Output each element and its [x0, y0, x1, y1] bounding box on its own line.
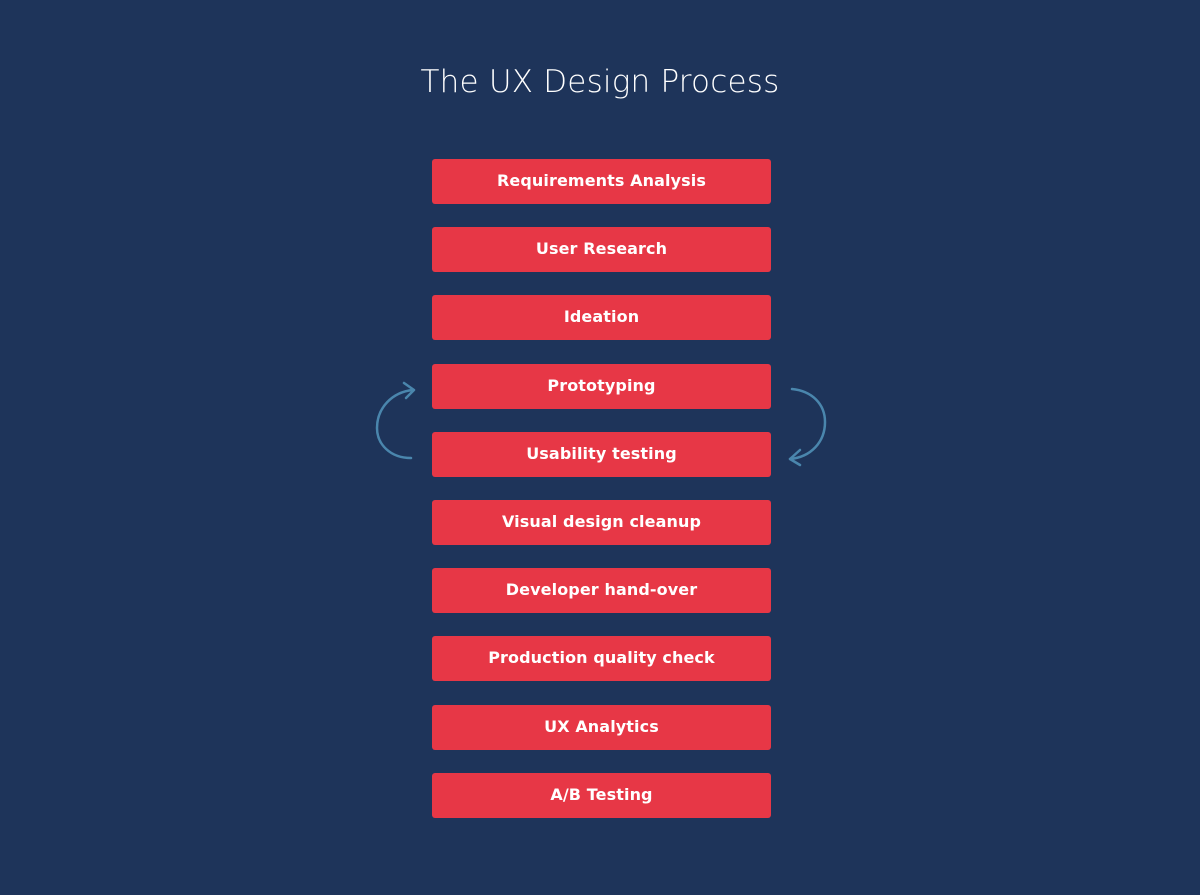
step-ux-analytics: UX Analytics: [432, 704, 771, 750]
step-prototyping: Prototyping: [432, 363, 771, 409]
step-label: Usability testing: [526, 443, 677, 463]
curved-arrow-down-icon: [788, 387, 827, 467]
step-label: UX Analytics: [544, 716, 659, 736]
step-label: Requirements Analysis: [496, 171, 706, 190]
step-label: Visual design cleanup: [501, 511, 702, 531]
step-label: Ideation: [563, 307, 640, 327]
step-label: User Research: [535, 239, 668, 259]
step-ab-testing: A/B Testing: [432, 772, 771, 818]
step-visual-design-cleanup: Visual design cleanup: [432, 499, 771, 545]
step-user-research: User Research: [432, 227, 771, 273]
step-production-quality-check: Production quality check: [432, 636, 771, 682]
process-steps: Requirements Analysis User Research Idea…: [432, 159, 771, 841]
step-label: Prototyping: [547, 375, 656, 395]
step-developer-hand-over: Developer hand-over: [432, 568, 771, 614]
step-label: Production quality check: [488, 648, 715, 668]
step-requirements-analysis: Requirements Analysis: [432, 159, 771, 204]
step-label: A/B Testing: [550, 784, 653, 804]
curved-arrow-up-icon: [375, 381, 416, 460]
step-usability-testing: Usability testing: [432, 431, 771, 477]
step-ideation: Ideation: [432, 295, 771, 341]
diagram-title: The UX Design Process: [420, 64, 780, 100]
step-label: Developer hand-over: [505, 580, 698, 600]
